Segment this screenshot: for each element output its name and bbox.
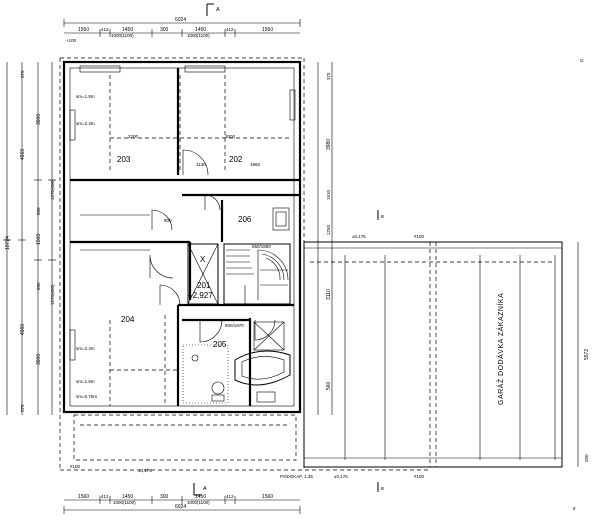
svg-text:375: 375 [326,72,331,80]
svg-text:1910: 1910 [326,189,331,200]
svg-text:1960: 1960 [250,162,261,167]
section-marker-right-bottom: B [377,482,384,492]
svg-text:1000(1100): 1000(1100) [113,500,136,505]
room-204: 204 [121,315,135,324]
svg-text:6024: 6024 [175,504,186,510]
room-203: 203 [117,155,131,164]
svg-text:600: 600 [36,282,41,290]
bathroom-fixtures [182,207,291,404]
svg-text:1560: 1560 [262,494,273,500]
doors [149,149,276,343]
svg-text:412: 412 [226,27,234,32]
svg-text:#100: #100 [70,464,81,469]
svg-text:3000: 3000 [225,134,236,139]
svg-text:1450: 1450 [195,494,206,500]
svg-text:3980: 3980 [326,139,332,150]
windows [69,65,296,361]
svg-text:±0,175: ±0,175 [334,474,348,479]
top-dimensions: 6024 1560 412 1450 1000(1100) 300 1450 1… [63,17,301,43]
right-dimensions: 3980 3110 1250 1910 560 375 [317,62,333,415]
svg-text:B: B [381,486,384,491]
svg-text:560: 560 [326,381,332,390]
svg-text:250: 250 [584,454,589,462]
north-mark: G [580,58,584,63]
room-202: 202 [229,155,243,164]
svg-text:±0,175: ±0,175 [352,234,366,239]
stair-x: X [200,255,206,264]
svg-text:+100: +100 [66,38,77,43]
section-marker-bottom: A [193,483,207,496]
svg-text:#100: #100 [414,234,425,239]
svg-text:sm=1.8m: sm=1.8m [76,379,95,384]
svg-text:10724: 10724 [5,236,11,250]
svg-text:3600: 3600 [36,114,42,125]
svg-text:1130: 1130 [196,162,206,167]
svg-text:4960: 4960 [20,149,26,160]
svg-text:850/1850: 850/1850 [252,244,271,249]
bottom-dimensions: 1560 412 1450 1000(1100) 300 1450 1000(1… [63,494,301,514]
room-labels: 203 202 206 201 +2,927 204 205 X [117,155,252,349]
svg-text:300: 300 [160,494,169,500]
section-marker-top: A [206,3,220,16]
section-marker-right-top: B [377,210,384,220]
svg-text:800: 800 [164,218,172,223]
svg-text:1450: 1450 [122,494,133,500]
dim-total-top: 6024 [175,17,186,23]
svg-text:600: 600 [36,207,41,215]
svg-text:1450: 1450 [195,27,206,33]
room-201: 201 [197,281,211,290]
svg-text:375: 375 [20,70,25,78]
room-205: 205 [213,340,227,349]
svg-text:1250: 1250 [326,224,331,235]
svg-text:1000(1100): 1000(1100) [187,500,210,505]
svg-text:1500: 1500 [36,234,42,245]
svg-text:sm=0.75m: sm=0.75m [76,394,97,399]
section-label-bottom: A [203,486,207,492]
svg-text:1560: 1560 [78,494,89,500]
room-dimensions: sm=1.8m sm=2.4m sm=2.4m sm=1.8m sm=0.75m… [76,94,271,399]
level-mark: +2,927 [188,291,213,300]
svg-text:5572: 5572 [584,349,590,360]
svg-text:1270(600): 1270(600) [50,179,55,200]
svg-text:412: 412 [101,494,109,499]
garage-label: GARÁŽ DODÁVKA ZÁKAZNÍKA [496,293,505,405]
svg-text:800/1970: 800/1970 [225,323,244,328]
svg-text:1000(1100): 1000(1100) [187,33,210,38]
interior-walls [70,68,300,406]
svg-text:412: 412 [226,494,234,499]
svg-text:B: B [381,214,384,219]
house-outline [59,57,430,471]
svg-text:375: 375 [20,404,25,412]
svg-text:412: 412 [101,27,109,32]
svg-text:1560: 1560 [262,27,273,33]
svg-text:1000(1100): 1000(1100) [111,33,134,38]
svg-text:1560: 1560 [78,27,89,33]
staircase [223,243,291,305]
svg-text:PODOKAP. 1,35: PODOKAP. 1,35 [280,474,313,479]
svg-text:300: 300 [160,27,169,33]
left-dimensions: 10724 4960 4960 3600 600 1500 600 3600 1… [3,62,56,415]
svg-text:1270(600): 1270(600) [50,284,55,305]
svg-text:4960: 4960 [20,324,26,335]
svg-text:3600: 3600 [36,354,42,365]
svg-text:±0,175: ±0,175 [138,468,152,473]
svg-text:sm=2.4m: sm=2.4m [76,121,95,126]
svg-text:sm=2.4m: sm=2.4m [76,346,95,351]
svg-text:2200: 2200 [128,134,139,139]
svg-text:sm=1.8m: sm=1.8m [76,94,95,99]
section-label-top: A [216,7,220,13]
ceiling-lines [109,75,290,406]
svg-text:3110: 3110 [326,289,332,300]
page-mark: 8 [573,506,576,511]
room-206: 206 [238,215,252,224]
svg-text:1450: 1450 [122,27,133,33]
garage: GARÁŽ DODÁVKA ZÁKAZNÍKA 5572 250 #100 #1… [70,234,590,479]
svg-text:#100: #100 [414,474,425,479]
